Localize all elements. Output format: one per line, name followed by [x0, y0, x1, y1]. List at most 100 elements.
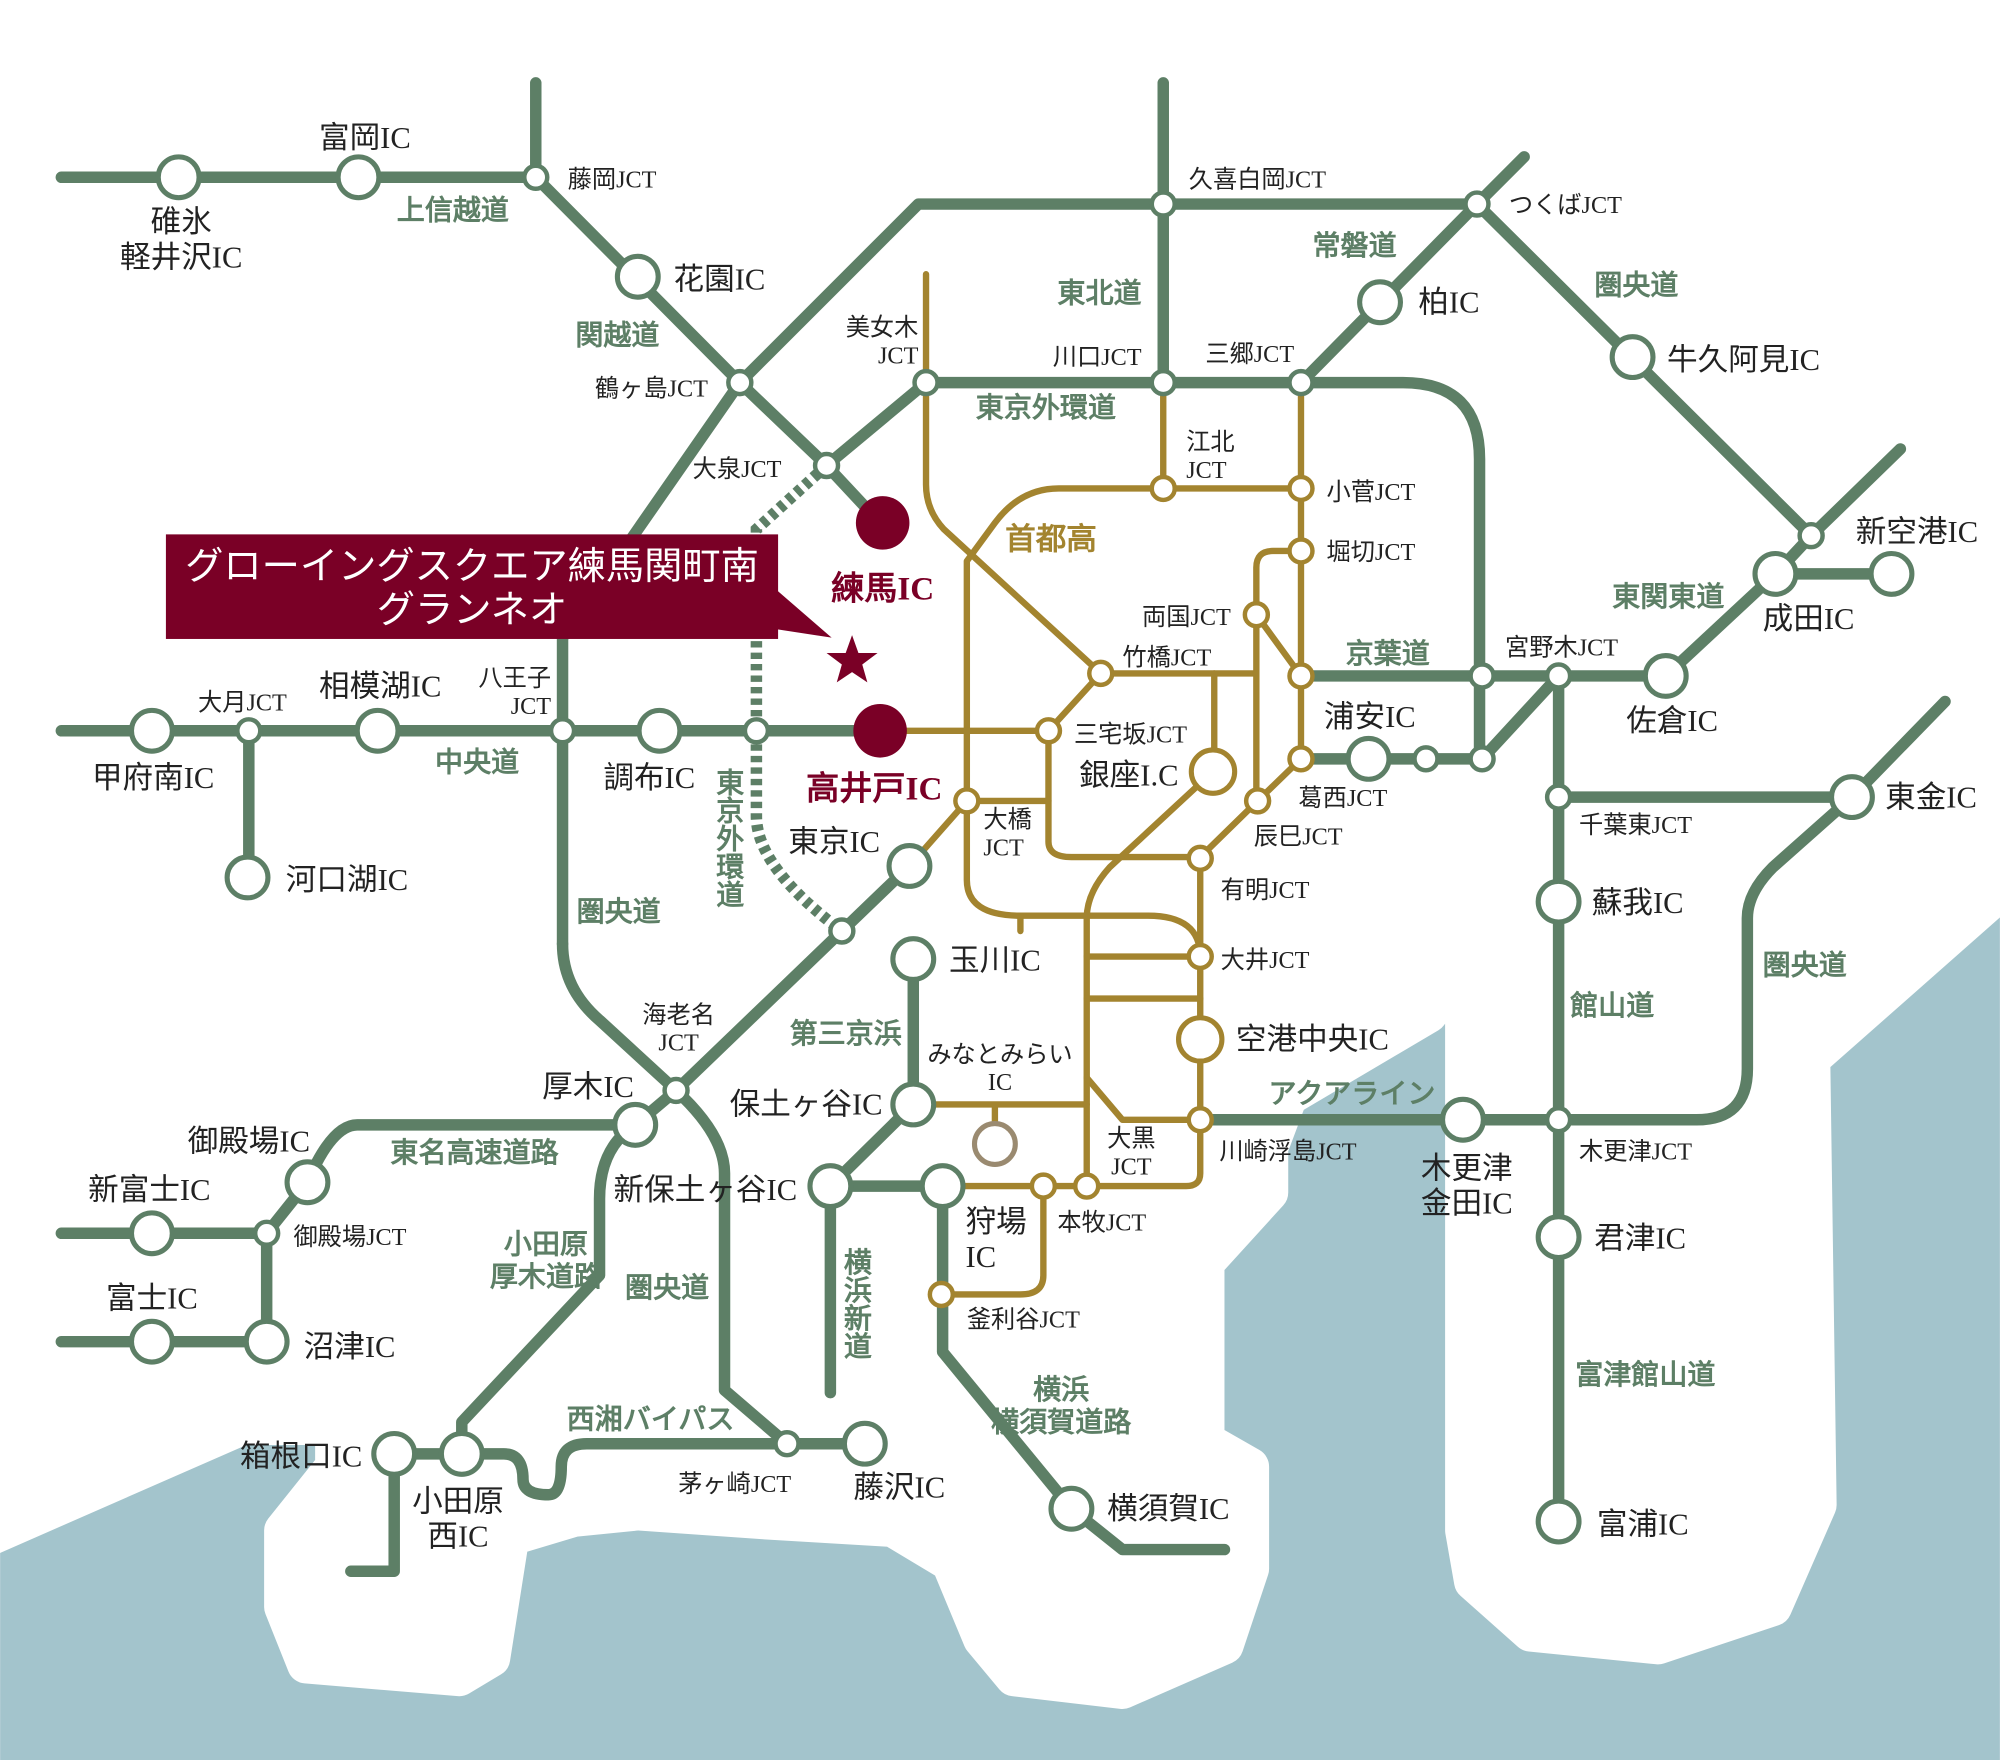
label-line: 大黒: [1107, 1126, 1155, 1153]
roads-joban-label: 常磐道: [1312, 229, 1396, 262]
places-kawasakiukishima-label: 川崎浮島JCT: [1219, 1138, 1356, 1165]
places-soga-label: 蘇我IC: [1592, 886, 1684, 920]
places-kisarazukaneda-label: 木更津金田IC: [1421, 1151, 1513, 1220]
label-line: JCT: [878, 342, 919, 369]
jct-node: [1468, 662, 1496, 690]
places-chibahigashi-label: 千葉東JCT: [1579, 812, 1692, 839]
places-hodogaya-label: 保土ヶ谷IC: [730, 1088, 883, 1122]
label-line: JCT: [1186, 457, 1227, 484]
ic-node: [1642, 652, 1689, 699]
shutoko-jct-node: [1287, 745, 1315, 773]
ic-node: [371, 1430, 418, 1477]
jct-node: [235, 717, 263, 745]
places-shinkuko-label: 新空港IC: [1856, 515, 1978, 549]
roads-tohoku-label: 東北道: [1057, 276, 1141, 309]
jct-node: [1797, 521, 1825, 550]
ic-node: [841, 1420, 888, 1467]
jct-node: [548, 717, 577, 745]
property-name-line2: グランネオ: [377, 589, 568, 631]
places-misato-label: 三郷JCT: [1205, 341, 1294, 368]
label-line: JCT: [1111, 1153, 1152, 1180]
places-kawaguchiko-label: 河口湖IC: [286, 863, 408, 897]
jct-node: [1544, 783, 1573, 811]
shutoko-jct-node: [1287, 537, 1315, 565]
roads-gaikan-label: 東京外環道: [976, 391, 1116, 424]
jct-node: [1149, 368, 1177, 397]
places-ryogoku-label: 両国JCT: [1142, 604, 1231, 631]
places-tamagawa-label: 玉川IC: [949, 944, 1041, 978]
places-atsugi-label: 厚木IC: [542, 1070, 634, 1104]
places-togane-label: 東金IC: [1885, 780, 1977, 814]
jct-node: [1463, 190, 1491, 218]
roads-kenodo-e-label: 圏央道: [1763, 948, 1847, 981]
ic-node: [1535, 1498, 1582, 1545]
highlight-nerima-ic-label: 練馬IC: [831, 570, 934, 607]
label-line: 美女木: [846, 314, 919, 341]
jct-node: [522, 163, 550, 191]
roads-seisho-label: 西湘バイパス: [567, 1402, 735, 1435]
shutoko-jct-node: [1186, 942, 1214, 971]
ic-node: [438, 1430, 485, 1477]
places-sagamiko-label: 相模湖IC: [319, 669, 441, 703]
jct-node: [1544, 662, 1573, 690]
ic-node: [243, 1318, 290, 1365]
shutoko-jct-node: [1186, 1106, 1214, 1134]
roads-shutoko-label: 首都高: [1005, 523, 1097, 558]
places-kukochuo-label: 空港中央IC: [1236, 1023, 1389, 1057]
label-line: 小田原: [412, 1484, 504, 1518]
places-ushiku-label: 牛久阿見IC: [1667, 343, 1820, 377]
ic-node: [1048, 1485, 1095, 1532]
label-line: 西IC: [427, 1520, 488, 1554]
label-line: 大橋: [983, 807, 1031, 834]
label-line: 江北: [1186, 429, 1234, 456]
roads-kanetsu-label: 関越道: [575, 318, 659, 351]
shutoko-jct-node: [953, 787, 981, 815]
jct-node: [812, 451, 841, 480]
roads-higashikanto-label: 東関東道: [1612, 580, 1724, 613]
places-urayasu-label: 浦安IC: [1324, 700, 1416, 734]
kukochuo-ic-node: [1176, 1015, 1225, 1064]
gaikan-unopened-section: [750, 461, 846, 936]
label-line: JCT: [983, 835, 1024, 862]
places-chigasaki-label: 茅ヶ崎JCT: [678, 1471, 791, 1498]
roads-odawara-atsugi-label: 小田原厚木道路: [490, 1228, 603, 1293]
nerima-ic-marker[interactable]: [855, 496, 910, 550]
places-oi-label: 大井JCT: [1221, 947, 1310, 974]
places-hanazono-label: 花園IC: [674, 263, 766, 297]
shutoko-jct-node: [1087, 659, 1115, 688]
highlight-takaido-ic-label: 高井戸IC: [806, 771, 942, 808]
label-line: 厚木道路: [490, 1260, 603, 1293]
places-takebashi-label: 竹橋JCT: [1122, 645, 1211, 672]
places-kasai-label: 葛西JCT: [1298, 785, 1387, 812]
roads-yokohama-shindo-label: 横浜新道: [839, 1247, 872, 1360]
jct-node: [1412, 745, 1440, 773]
ic-node: [919, 1163, 966, 1210]
places-tsukuba-label: つくばJCT: [1509, 192, 1622, 219]
places-fuji-label: 富士IC: [106, 1282, 198, 1316]
ic-node: [807, 1163, 854, 1210]
jct-node: [1544, 1106, 1573, 1134]
places-miyakezaka-label: 三宅坂JCT: [1074, 721, 1187, 748]
jct-node: [252, 1219, 281, 1247]
ic-node: [1828, 774, 1875, 821]
takaido-ic-marker[interactable]: [853, 704, 907, 758]
jct-node: [828, 917, 856, 945]
label-line: 狩場: [966, 1205, 1027, 1239]
label-line: IC: [988, 1069, 1012, 1096]
shutoko-jct-node: [1034, 717, 1063, 745]
ic-node: [335, 154, 382, 201]
property-callout: グローイングスクエア練馬関町南 グランネオ: [165, 534, 832, 639]
ic-node: [128, 1210, 175, 1257]
roads-joshinetsu-label: 上信越道: [397, 193, 509, 226]
label-line: JCT: [511, 693, 552, 720]
ic-node: [886, 843, 933, 889]
minatomirai-ic-node: [971, 1121, 1018, 1167]
